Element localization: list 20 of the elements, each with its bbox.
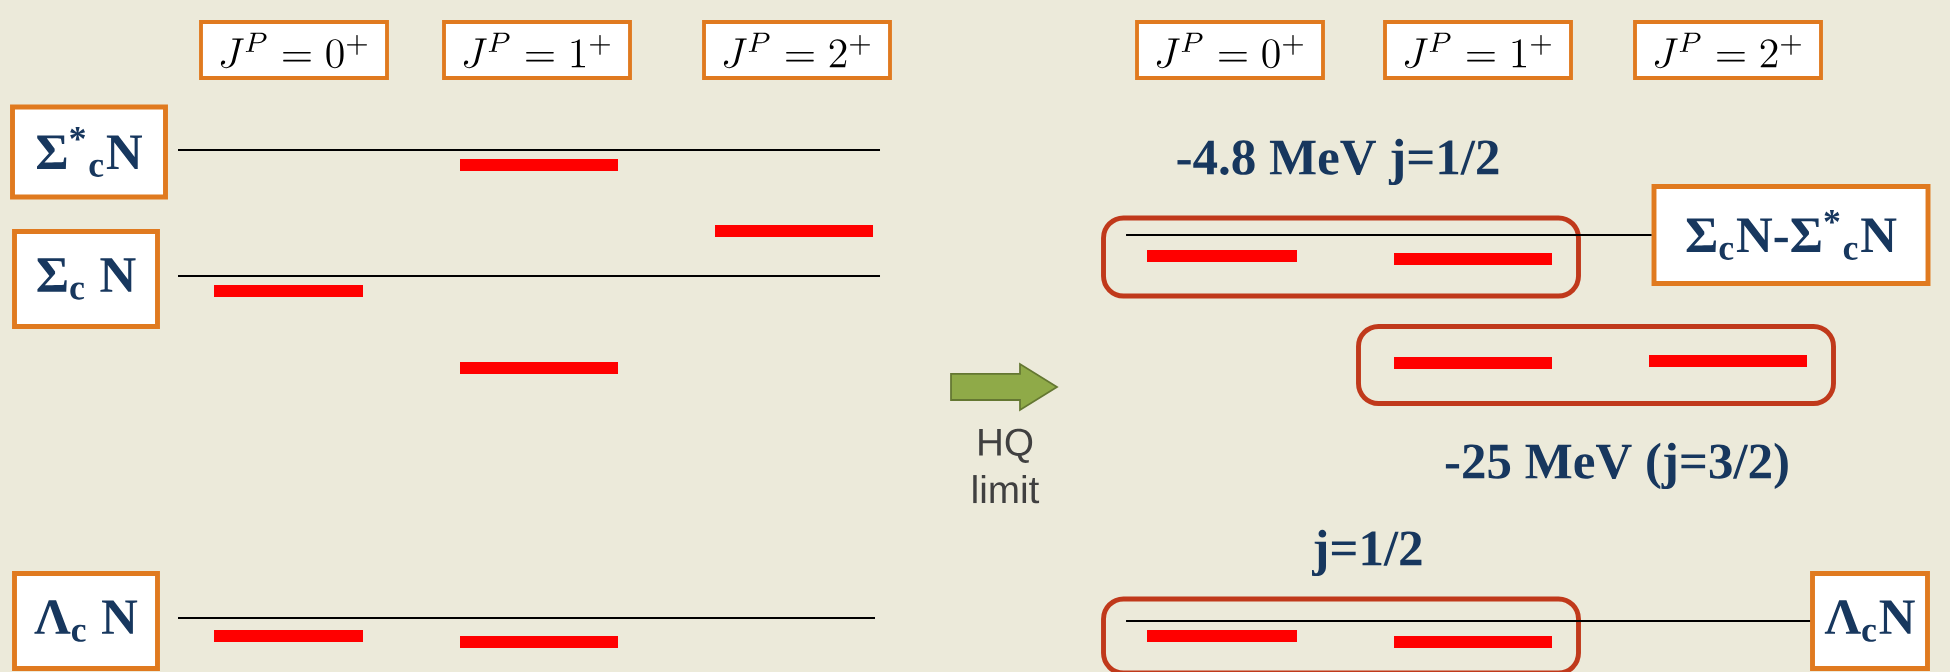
spin-parity-box: $J^P = 0^+$ xyxy=(199,20,389,80)
threshold-line xyxy=(1126,233,1652,237)
channel-box: Σ$_{c}$ N xyxy=(12,229,160,329)
spin-parity-box: $J^P = 1^+$ xyxy=(1383,20,1573,80)
channel-box: Σ$^{*}$$_{c}$N xyxy=(10,104,168,200)
channel-box: Λ$_{c}$ N xyxy=(12,571,160,671)
energy-label: j=1/2 xyxy=(1312,529,1422,577)
threshold-line xyxy=(1126,619,1811,623)
group-outline xyxy=(1101,215,1581,299)
spin-parity-box: $J^P = 2^+$ xyxy=(1633,20,1823,80)
channel-box: Σ$_{c}$N-Σ$^{*}$$_{c}$N xyxy=(1651,184,1931,286)
channel-box: Λ$_{c}$N xyxy=(1810,571,1930,671)
energy-label: -4.8 MeV j=1/2 xyxy=(1177,138,1499,186)
energy-label: -25 MeV (j=3/2) xyxy=(1445,442,1788,490)
spin-parity-box: $J^P = 0^+$ xyxy=(1135,20,1325,80)
spin-parity-box: $J^P = 2^+$ xyxy=(702,20,892,80)
spin-parity-box: $J^P = 1^+$ xyxy=(442,20,632,80)
group-outline xyxy=(1356,324,1836,406)
group-outline xyxy=(1101,596,1581,672)
arrow-caption: HQ limit xyxy=(973,428,1040,504)
